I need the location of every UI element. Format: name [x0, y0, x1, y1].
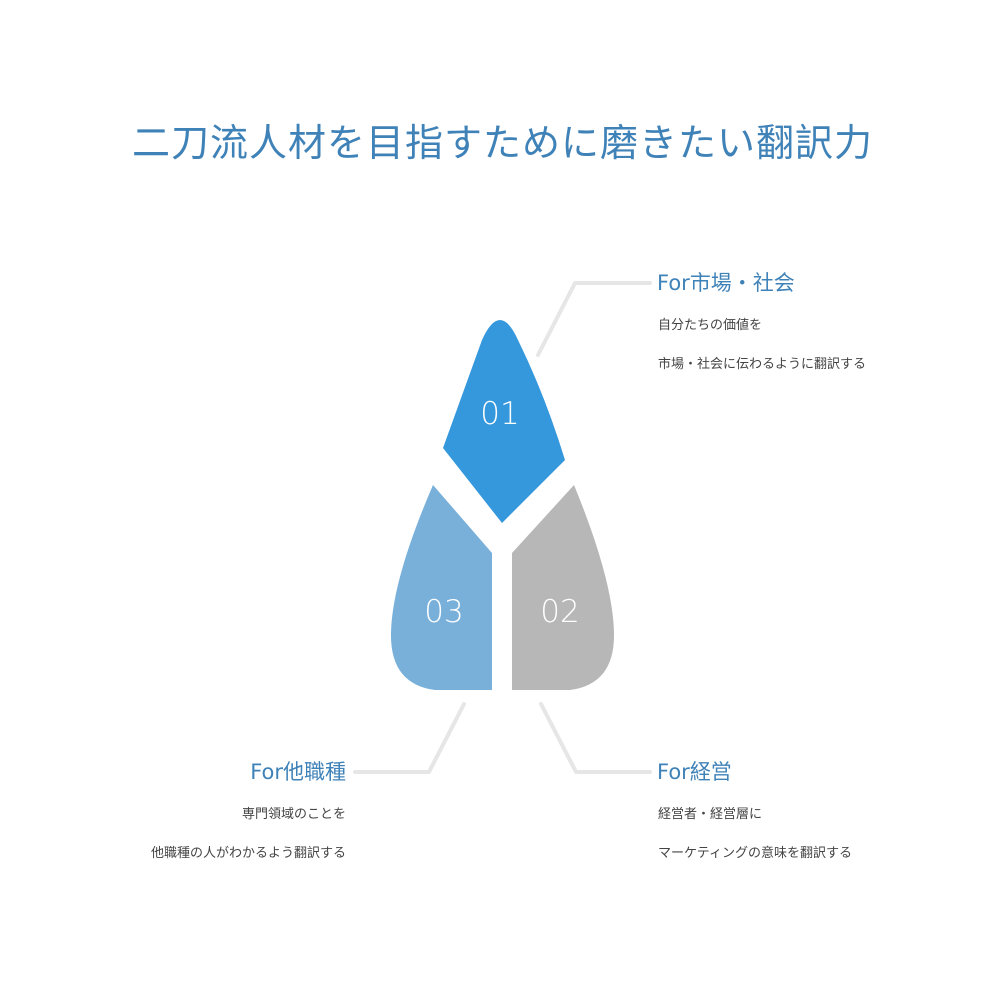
item-other-jobs-title: For他職種: [250, 760, 346, 784]
page-title: 二刀流人材を目指すために磨きたい翻訳力: [131, 121, 873, 165]
connector-line-01: [536, 281, 652, 357]
segment-01-label: 01: [480, 396, 519, 432]
segment-03-label: 03: [424, 594, 463, 630]
item-management-title: For経営: [657, 760, 732, 784]
item-management-line-2: マーケティングの意味を翻訳する: [658, 846, 852, 861]
connector-line-02: [539, 702, 652, 774]
item-market-line-1: 自分たちの価値を: [658, 318, 763, 333]
item-market-line-2: 市場・社会に伝わるように翻訳する: [658, 357, 867, 372]
item-market-desc: 自分たちの価値を 市場・社会に伝わるように翻訳する: [658, 306, 866, 384]
item-other-jobs-line-1: 専門領域のことを: [241, 807, 346, 822]
segment-02: [512, 485, 615, 690]
segment-02-label: 02: [540, 594, 579, 630]
segment-01: [443, 320, 565, 523]
item-other-jobs-line-2: 他職種の人がわかるよう翻訳する: [150, 846, 346, 861]
item-other-jobs-desc: 専門領域のことを 他職種の人がわかるよう翻訳する: [151, 795, 346, 873]
item-management-line-1: 経営者・経営層に: [658, 807, 763, 822]
segment-03: [390, 485, 492, 690]
item-market-title: For市場・社会: [657, 271, 795, 295]
item-management-desc: 経営者・経営層に マーケティングの意味を翻訳する: [658, 795, 852, 873]
connector-line-03: [353, 702, 466, 774]
